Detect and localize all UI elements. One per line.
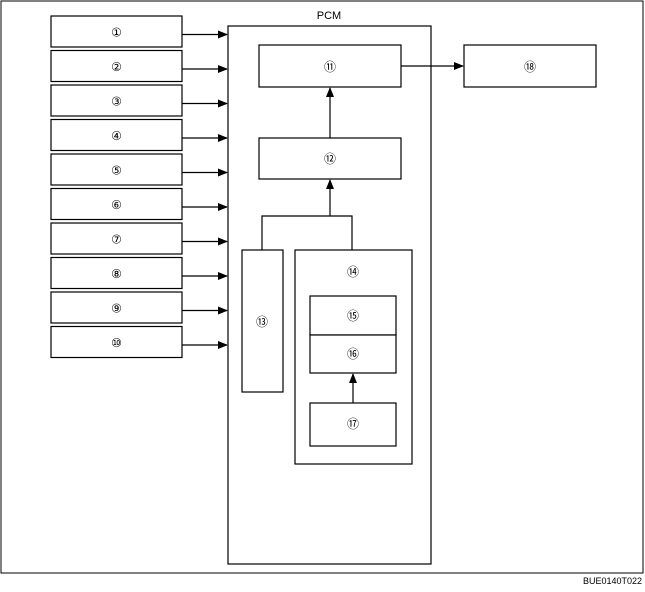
input-box-8: ⑧ [50, 256, 228, 290]
block-11-label: ⑪ [324, 60, 336, 74]
block-13: ⑬ [241, 249, 284, 393]
input-box-1: ① [50, 15, 228, 48]
block-15: ⑮ [309, 295, 397, 336]
input-box-2: ② [50, 49, 228, 83]
block-11: ⑪ [258, 44, 402, 88]
input-box-6-label: ⑥ [111, 198, 122, 212]
block-15-label: ⑮ [347, 309, 359, 323]
block-12: ⑫ [258, 137, 402, 180]
input-box-1-label: ① [111, 26, 122, 40]
block-12-label: ⑫ [324, 152, 336, 166]
input-box-4: ④ [50, 118, 228, 152]
input-box-5-label: ⑤ [111, 164, 122, 178]
input-box-9-label: ⑨ [111, 302, 122, 316]
block-14-label: ⑭ [347, 265, 359, 279]
input-box-8-label: ⑧ [111, 267, 122, 281]
pcm-title: PCM [317, 10, 341, 22]
block-16: ⑯ [309, 334, 397, 374]
join-bracket [261, 215, 353, 250]
block-17-label: ⑰ [347, 417, 359, 431]
block-13-label: ⑬ [256, 315, 268, 329]
input-box-4-label: ④ [111, 129, 122, 143]
input-box-6: ⑥ [50, 187, 228, 221]
input-box-9: ⑨ [50, 291, 228, 324]
block-18: ⑱ [463, 44, 597, 88]
input-box-10: ⑩ [50, 325, 228, 359]
input-box-10-label: ⑩ [111, 336, 122, 350]
input-box-7-label: ⑦ [111, 233, 122, 247]
input-boxes: ① ② ③ ④ ⑤ ⑥ ⑦ ⑧ ⑨ ⑩ [50, 15, 228, 359]
input-box-7: ⑦ [50, 222, 228, 255]
input-box-2-label: ② [111, 60, 122, 74]
figure-code: BUE0140T022 [583, 576, 642, 586]
input-box-3: ③ [50, 84, 228, 117]
block-18-label: ⑱ [524, 60, 536, 74]
block-16-label: ⑯ [347, 347, 359, 361]
block-17: ⑰ [309, 402, 397, 447]
outer-frame [0, 0, 644, 574]
input-box-3-label: ③ [111, 95, 122, 109]
input-box-5: ⑤ [50, 153, 228, 186]
